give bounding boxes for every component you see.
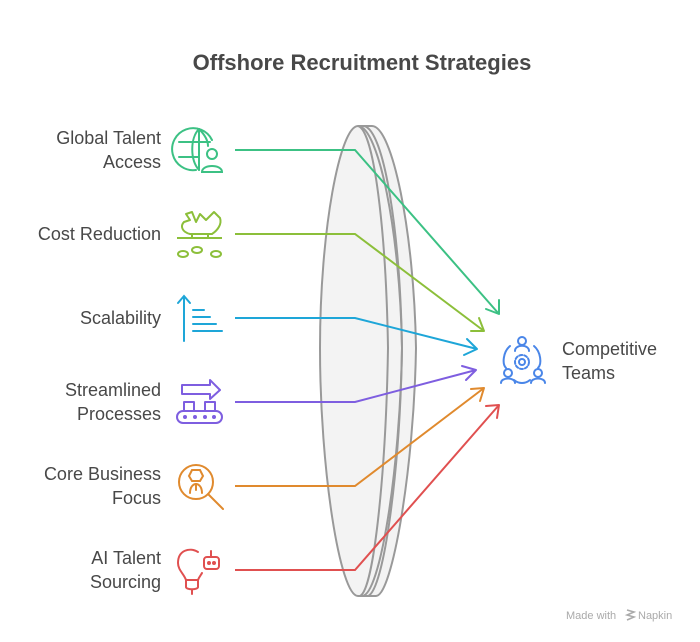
ai-lightbulb-icon [176, 548, 220, 595]
watermark-brand: Napkin [638, 610, 672, 622]
broken-piggy-bank-icon [177, 211, 222, 258]
label-ai-talent-2: Sourcing [90, 572, 161, 592]
label-streamlined: Streamlined [65, 380, 161, 400]
label-scalability: Scalability [80, 308, 161, 328]
label-ai-talent: AI Talent [91, 548, 161, 568]
connector-lines [235, 149, 500, 571]
label-global-talent-2: Access [103, 152, 161, 172]
napkin-logo-icon [624, 609, 637, 621]
team-gear-icon [500, 336, 546, 384]
label-competitive-teams-2: Teams [562, 363, 615, 383]
watermark-prefix: Made with [566, 610, 616, 622]
diagram-title: Offshore Recruitment Strategies [193, 50, 532, 75]
lens-inner-curves [357, 125, 404, 597]
scale-up-icon [177, 294, 223, 342]
label-global-talent: Global Talent [56, 128, 161, 148]
label-cost-reduction: Cost Reduction [38, 224, 161, 244]
label-core-business: Core Business [44, 464, 161, 484]
label-streamlined-2: Processes [77, 404, 161, 424]
focus-search-icon [178, 464, 224, 510]
label-competitive-teams: Competitive [562, 339, 657, 359]
conveyor-belt-icon [176, 379, 223, 424]
item-labels: Global Talent Access Cost Reduction Scal… [38, 128, 657, 592]
label-core-business-2: Focus [112, 488, 161, 508]
arrowheads [461, 299, 500, 419]
globe-person-icon [171, 127, 224, 173]
watermark: Made with Napkin [566, 609, 672, 622]
